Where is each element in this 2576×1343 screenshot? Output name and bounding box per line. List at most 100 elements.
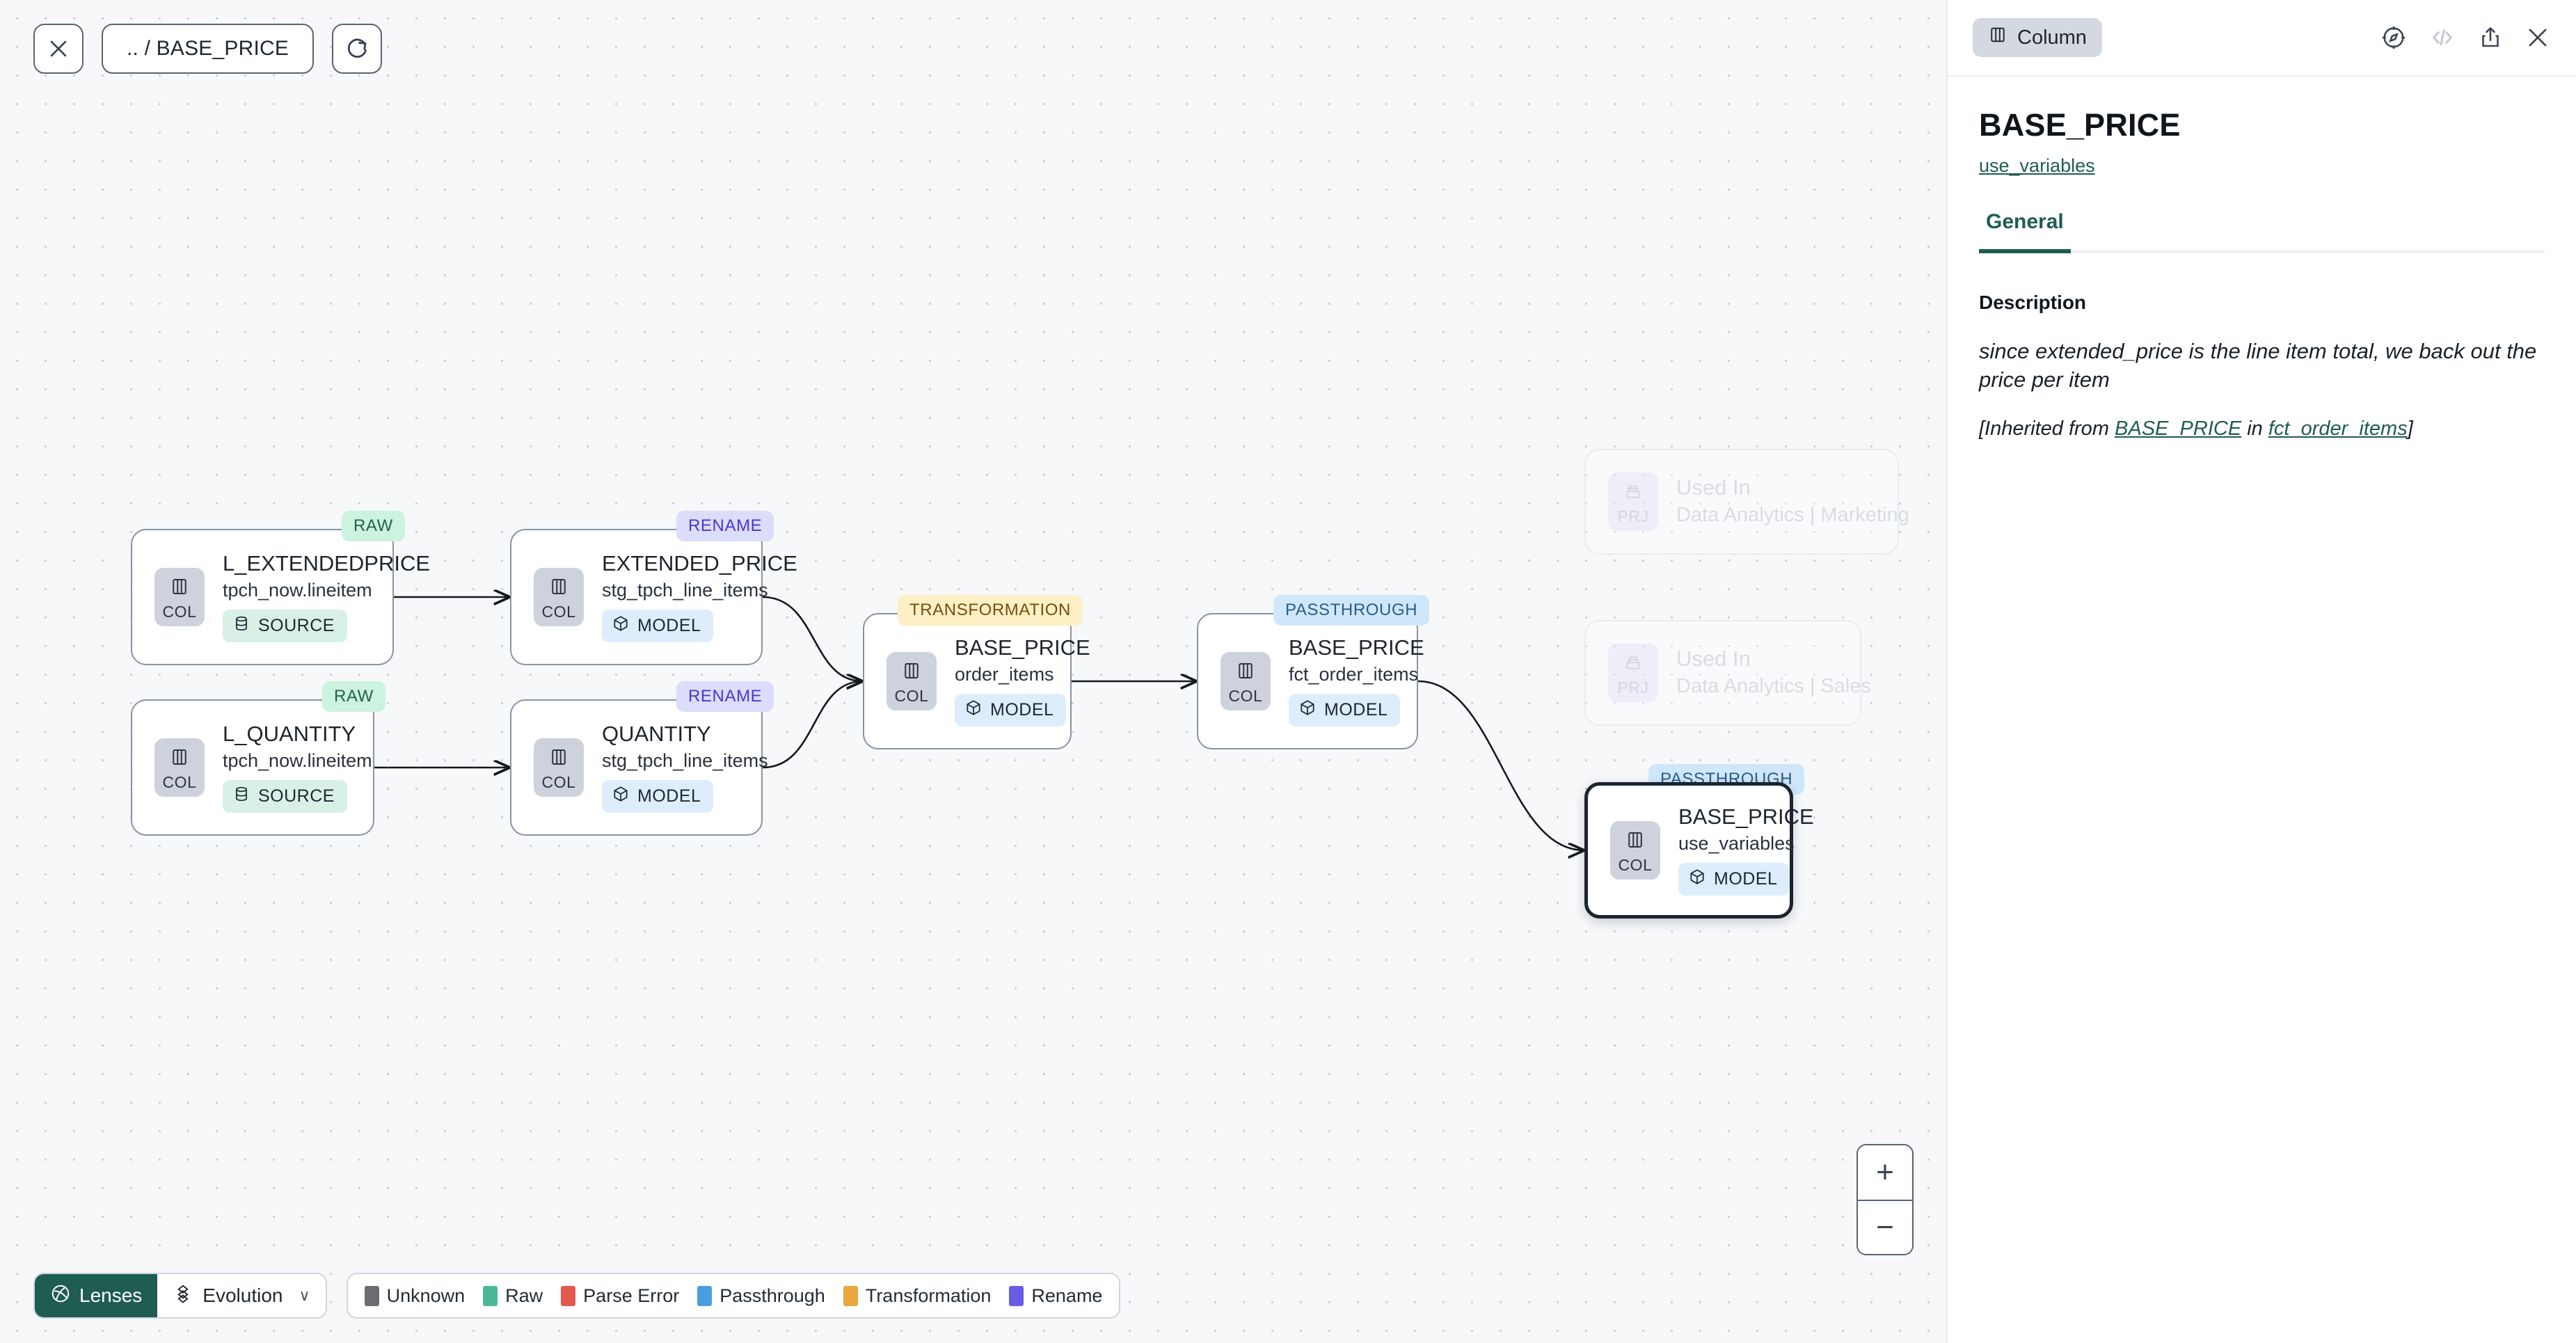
node-badge: MODEL	[602, 610, 714, 643]
node-subtitle: tpch_now.lineitem	[223, 750, 372, 772]
legend-label: Transformation	[865, 1285, 992, 1306]
code-icon[interactable]	[2428, 24, 2456, 51]
database-icon	[232, 785, 251, 808]
lenses-label: Lenses	[79, 1285, 143, 1306]
bottom-bar: Lenses Evolution ∨ Unknown Raw Parse Error…	[33, 1273, 1121, 1319]
share-icon[interactable]	[2478, 25, 2503, 50]
node-title: L_QUANTITY	[223, 721, 356, 746]
description-label: Description	[1979, 292, 2087, 313]
details-panel: Column	[1946, 0, 2576, 1343]
zoom-out-button[interactable]: −	[1858, 1200, 1912, 1254]
parent-model-link[interactable]: use_variables	[1979, 155, 2095, 176]
breadcrumb[interactable]: .. / BASE_PRICE	[102, 24, 315, 74]
node-title: Used In	[1676, 646, 1751, 672]
node-title: L_EXTENDEDPRICE	[223, 550, 431, 575]
entity-type-chip: Column	[1973, 18, 2102, 57]
node-subtitle: fct_order_items	[1289, 664, 1419, 685]
panel-body: BASE_PRICE use_variables General Descrip…	[1948, 77, 2576, 442]
node-subtitle: stg_tpch_line_items	[602, 750, 768, 772]
evolution-icon	[173, 1283, 193, 1309]
cube-icon	[612, 614, 630, 637]
column-icon: COL	[534, 738, 584, 797]
cube-icon	[1688, 868, 1706, 891]
column-icon: COL	[1610, 821, 1660, 880]
column-icon: COL	[1221, 652, 1271, 710]
node-badge-label: MODEL	[990, 700, 1054, 720]
node-subtitle: tpch_now.lineitem	[223, 580, 372, 601]
database-icon	[232, 614, 251, 637]
tab-general[interactable]: General	[1979, 210, 2071, 253]
evolution-select[interactable]: Evolution ∨	[157, 1274, 326, 1317]
legend-label: Parse Error	[583, 1285, 680, 1306]
close-icon[interactable]	[33, 24, 84, 74]
node-badge: MODEL	[1678, 863, 1790, 896]
zoom-in-button[interactable]: +	[1858, 1145, 1912, 1200]
lens-group: Lenses Evolution ∨	[33, 1273, 327, 1319]
node-tag-rename: RENAME	[676, 511, 774, 541]
panel-header: Column	[1948, 0, 2576, 77]
panel-header-actions	[2380, 24, 2551, 51]
inherited-model-link[interactable]: fct_order_items	[2268, 417, 2408, 440]
legend-swatch	[1009, 1285, 1024, 1306]
node-tag-passthrough: PASSTHROUGH	[1273, 595, 1430, 626]
legend-swatch	[364, 1285, 379, 1306]
legend-label: Passthrough	[719, 1285, 825, 1306]
cube-icon	[1298, 699, 1317, 722]
inherited-note: [Inherited from BASE_PRICE in fct_order_…	[1979, 415, 2543, 442]
node-title: BASE_PRICE	[955, 635, 1090, 660]
legend-swatch	[843, 1285, 858, 1306]
evolution-label: Evolution	[202, 1285, 283, 1306]
node-tag-rename: RENAME	[676, 681, 774, 712]
legend-item-transformation[interactable]: Transformation	[843, 1285, 992, 1307]
node-subtitle: stg_tpch_line_items	[602, 580, 768, 601]
legend-swatch	[483, 1285, 498, 1306]
inherited-column-link[interactable]: BASE_PRICE	[2115, 417, 2242, 440]
legend-item-passthrough[interactable]: Passthrough	[697, 1285, 825, 1307]
node-badge: SOURCE	[223, 610, 347, 643]
node-title: QUANTITY	[602, 721, 711, 746]
refresh-icon[interactable]	[332, 24, 383, 74]
cube-icon	[964, 699, 983, 722]
node-tag-transformation: TRANSFORMATION	[898, 595, 1083, 626]
legend-swatch	[561, 1285, 576, 1306]
canvas-toolbar: .. / BASE_PRICE	[33, 24, 383, 74]
panel-tabs: General	[1979, 210, 2545, 253]
legend-item-rename[interactable]: Rename	[1009, 1285, 1102, 1307]
column-icon	[1988, 25, 2007, 50]
node-badge-label: SOURCE	[258, 616, 335, 636]
node-title: BASE_PRICE	[1678, 804, 1814, 829]
legend-item-unknown[interactable]: Unknown	[364, 1285, 466, 1307]
node-title: BASE_PRICE	[1289, 635, 1424, 660]
inherited-middle: in	[2241, 417, 2268, 440]
cube-icon	[612, 785, 630, 808]
node-badge-label: MODEL	[1714, 869, 1778, 889]
column-icon: COL	[887, 652, 937, 710]
legend-label: Raw	[505, 1285, 543, 1306]
legend-swatch	[697, 1285, 713, 1306]
legend-item-parse-error[interactable]: Parse Error	[561, 1285, 679, 1307]
lineage-legend: Unknown Raw Parse Error Passthrough Transfor…	[346, 1273, 1121, 1319]
column-icon: COL	[534, 568, 584, 626]
column-icon: COL	[154, 568, 205, 626]
compass-icon[interactable]	[2380, 24, 2407, 51]
legend-item-raw[interactable]: Raw	[483, 1285, 543, 1307]
node-tag-raw: RAW	[342, 511, 405, 541]
node-title: Used In	[1676, 475, 1751, 500]
legend-label: Unknown	[386, 1285, 466, 1306]
node-badge-label: MODEL	[637, 616, 701, 636]
column-icon: COL	[154, 738, 205, 797]
close-icon[interactable]	[2525, 24, 2551, 51]
node-subtitle: Data Analytics | Marketing	[1676, 504, 1909, 527]
lenses-button[interactable]: Lenses	[35, 1274, 158, 1317]
